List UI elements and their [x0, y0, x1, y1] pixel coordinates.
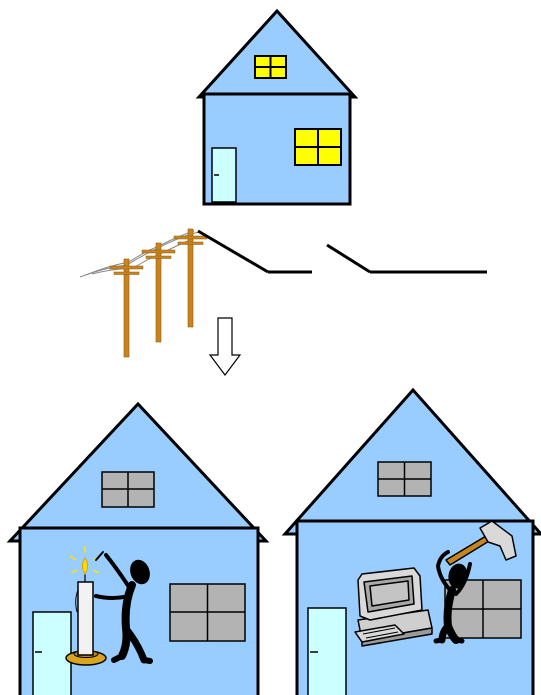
top-house: [199, 11, 355, 204]
utility-pole-icon: [80, 229, 207, 357]
computer-icon: [355, 568, 432, 646]
bottom-right-door: [308, 608, 346, 695]
bottom-right-house: [285, 390, 541, 695]
bottom-left-door: [33, 612, 71, 695]
top-house-window: [295, 129, 341, 165]
bottom-right-attic-window: [378, 462, 431, 496]
bottom-right-window: [445, 580, 521, 638]
switch-icon: [198, 231, 487, 272]
bottom-left-attic-window: [102, 472, 154, 507]
top-house-door: [212, 148, 236, 202]
bottom-left-house: [10, 404, 266, 695]
down-arrow-icon: [210, 318, 240, 375]
bottom-left-window: [170, 584, 245, 641]
top-house-roof: [199, 11, 355, 97]
top-house-attic-window: [255, 56, 286, 78]
